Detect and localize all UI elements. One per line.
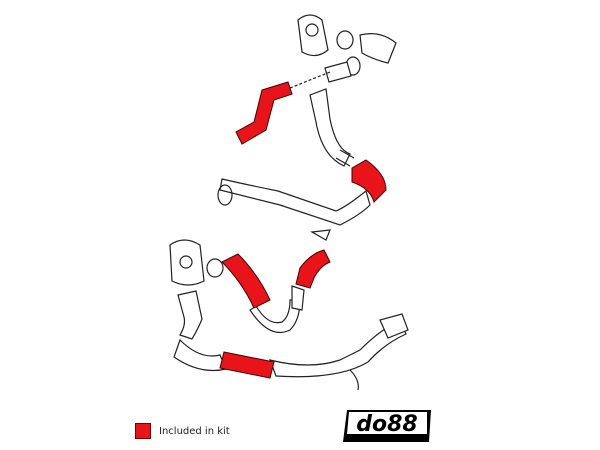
- stock-parts-outline: [169, 14, 409, 391]
- kit-hoses: [219, 81, 387, 379]
- legend: Included in kit: [135, 423, 230, 439]
- hose-3: [221, 253, 271, 309]
- hose-5: [219, 351, 275, 379]
- do88-logo: do88: [343, 410, 431, 442]
- hose-4: [295, 249, 331, 289]
- legend-swatch: [135, 423, 151, 439]
- hose-2: [351, 159, 387, 203]
- svg-text:do88: do88: [356, 412, 417, 437]
- hose-1: [235, 81, 293, 145]
- legend-label: Included in kit: [159, 425, 230, 437]
